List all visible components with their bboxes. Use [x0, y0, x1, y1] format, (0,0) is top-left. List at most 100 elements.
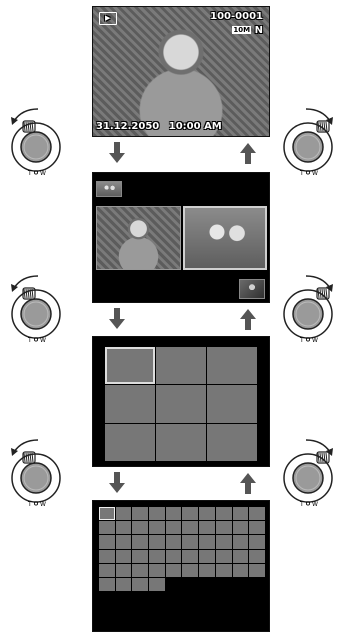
- thumbnail[interactable]: [182, 507, 199, 521]
- thumbnail[interactable]: [215, 535, 232, 549]
- arrow-down-icon: [109, 308, 125, 329]
- thumbnail[interactable]: [182, 535, 199, 549]
- thumbnail[interactable]: [99, 577, 115, 591]
- thumbnail[interactable]: [149, 535, 165, 549]
- wide-label: W: [312, 501, 318, 508]
- thumbnail[interactable]: [207, 385, 257, 423]
- frame-right-selected: [183, 206, 267, 270]
- thumbnail[interactable]: [215, 521, 232, 535]
- thumbnail[interactable]: [249, 507, 265, 521]
- thumbnail[interactable]: [132, 535, 149, 549]
- thumbnail[interactable]: [99, 507, 115, 521]
- thumbnail[interactable]: [115, 507, 132, 521]
- thumbnail[interactable]: [249, 549, 265, 563]
- thumbnail[interactable]: [115, 521, 132, 535]
- quality-badge: 10M: [232, 26, 252, 34]
- thumbnail[interactable]: [232, 535, 249, 549]
- thumbnail[interactable]: [105, 423, 155, 461]
- thumbnail[interactable]: [165, 521, 182, 535]
- thumbnail[interactable]: [249, 535, 265, 549]
- frame-left: [96, 206, 181, 270]
- counterclockwise-arrow-icon: [13, 275, 39, 289]
- thumbnail[interactable]: [115, 535, 132, 549]
- thumbnail[interactable]: [165, 507, 182, 521]
- thumbnail[interactable]: [215, 507, 232, 521]
- thumbnail[interactable]: [132, 563, 149, 577]
- thumbnail[interactable]: [99, 549, 115, 563]
- thumbnail[interactable]: [105, 385, 155, 423]
- thumbnail[interactable]: [149, 549, 165, 563]
- thumbnail[interactable]: [115, 563, 132, 577]
- thumbnail[interactable]: [199, 521, 215, 535]
- arrow-down-icon: [109, 142, 125, 163]
- thumbnail[interactable]: [232, 507, 249, 521]
- quality-indicator: 10M N: [232, 25, 263, 36]
- arrow-head-icon: [326, 448, 333, 456]
- tele-label: T: [299, 170, 304, 177]
- thumbnail[interactable]: [99, 535, 115, 549]
- nine-frame-screen: [92, 336, 270, 467]
- thumbnail[interactable]: [215, 563, 232, 577]
- thumbnail[interactable]: [182, 563, 199, 577]
- wide-label: W: [40, 501, 46, 508]
- thumbnail[interactable]: [165, 535, 182, 549]
- thumbnail[interactable]: [99, 563, 115, 577]
- arrow-up-icon: [240, 309, 256, 330]
- thumbnail[interactable]: [249, 521, 265, 535]
- thumbnail[interactable]: [149, 577, 165, 591]
- tele-label: T: [27, 170, 32, 177]
- quality-suffix: N: [254, 25, 263, 36]
- thumbnail[interactable]: [165, 563, 182, 577]
- thumbnail[interactable]: [132, 577, 149, 591]
- thumbnail[interactable]: [249, 563, 265, 577]
- thumbnail[interactable]: [105, 347, 155, 385]
- thumbnail[interactable]: [232, 563, 249, 577]
- arrow-head-icon: [326, 284, 333, 292]
- playback-mode-icon: ▶: [99, 12, 117, 25]
- thumbnail[interactable]: [132, 549, 149, 563]
- thumbnail[interactable]: [149, 563, 165, 577]
- arrow-down-icon: [109, 472, 125, 493]
- date-time: 31.12.2050 10:00 AM: [96, 121, 222, 132]
- thumbnail[interactable]: [115, 549, 132, 563]
- thumbnail[interactable]: [199, 535, 215, 549]
- wide-label: W: [40, 337, 46, 344]
- tele-label: T: [299, 501, 304, 508]
- thumbnail[interactable]: [149, 507, 165, 521]
- thumbnail[interactable]: [207, 423, 257, 461]
- thumbnail[interactable]: [156, 423, 206, 461]
- thumbnail[interactable]: [199, 549, 215, 563]
- thumbnail[interactable]: [149, 521, 165, 535]
- thumbnail[interactable]: [182, 521, 199, 535]
- thumbnail[interactable]: [199, 563, 215, 577]
- nine-frame-grid: [105, 347, 257, 461]
- thumbnail[interactable]: [165, 549, 182, 563]
- thumbnail[interactable]: [132, 507, 149, 521]
- thumbnail[interactable]: [232, 549, 249, 563]
- time-text: 10:00 AM: [168, 121, 222, 132]
- thumbnail[interactable]: [215, 549, 232, 563]
- thumbnail[interactable]: [232, 521, 249, 535]
- single-frame-screen: ▶ 100-0001 10M N 31.12.2050 10:00 AM: [92, 6, 270, 137]
- thumbnail[interactable]: [156, 347, 206, 385]
- thumbnail[interactable]: [199, 507, 215, 521]
- thumbnail[interactable]: [182, 549, 199, 563]
- thumbnail[interactable]: [156, 385, 206, 423]
- thumbnail[interactable]: [132, 521, 149, 535]
- counterclockwise-arrow-icon: [13, 108, 39, 122]
- thumbnail[interactable]: [207, 347, 257, 385]
- thumbnail[interactable]: [115, 577, 132, 591]
- hundred-frame-screen: [92, 500, 270, 632]
- counterclockwise-arrow-icon: [13, 439, 39, 453]
- thumbnail[interactable]: [99, 521, 115, 535]
- clockwise-arrow-icon: [305, 108, 331, 122]
- clockwise-arrow-icon: [305, 439, 331, 453]
